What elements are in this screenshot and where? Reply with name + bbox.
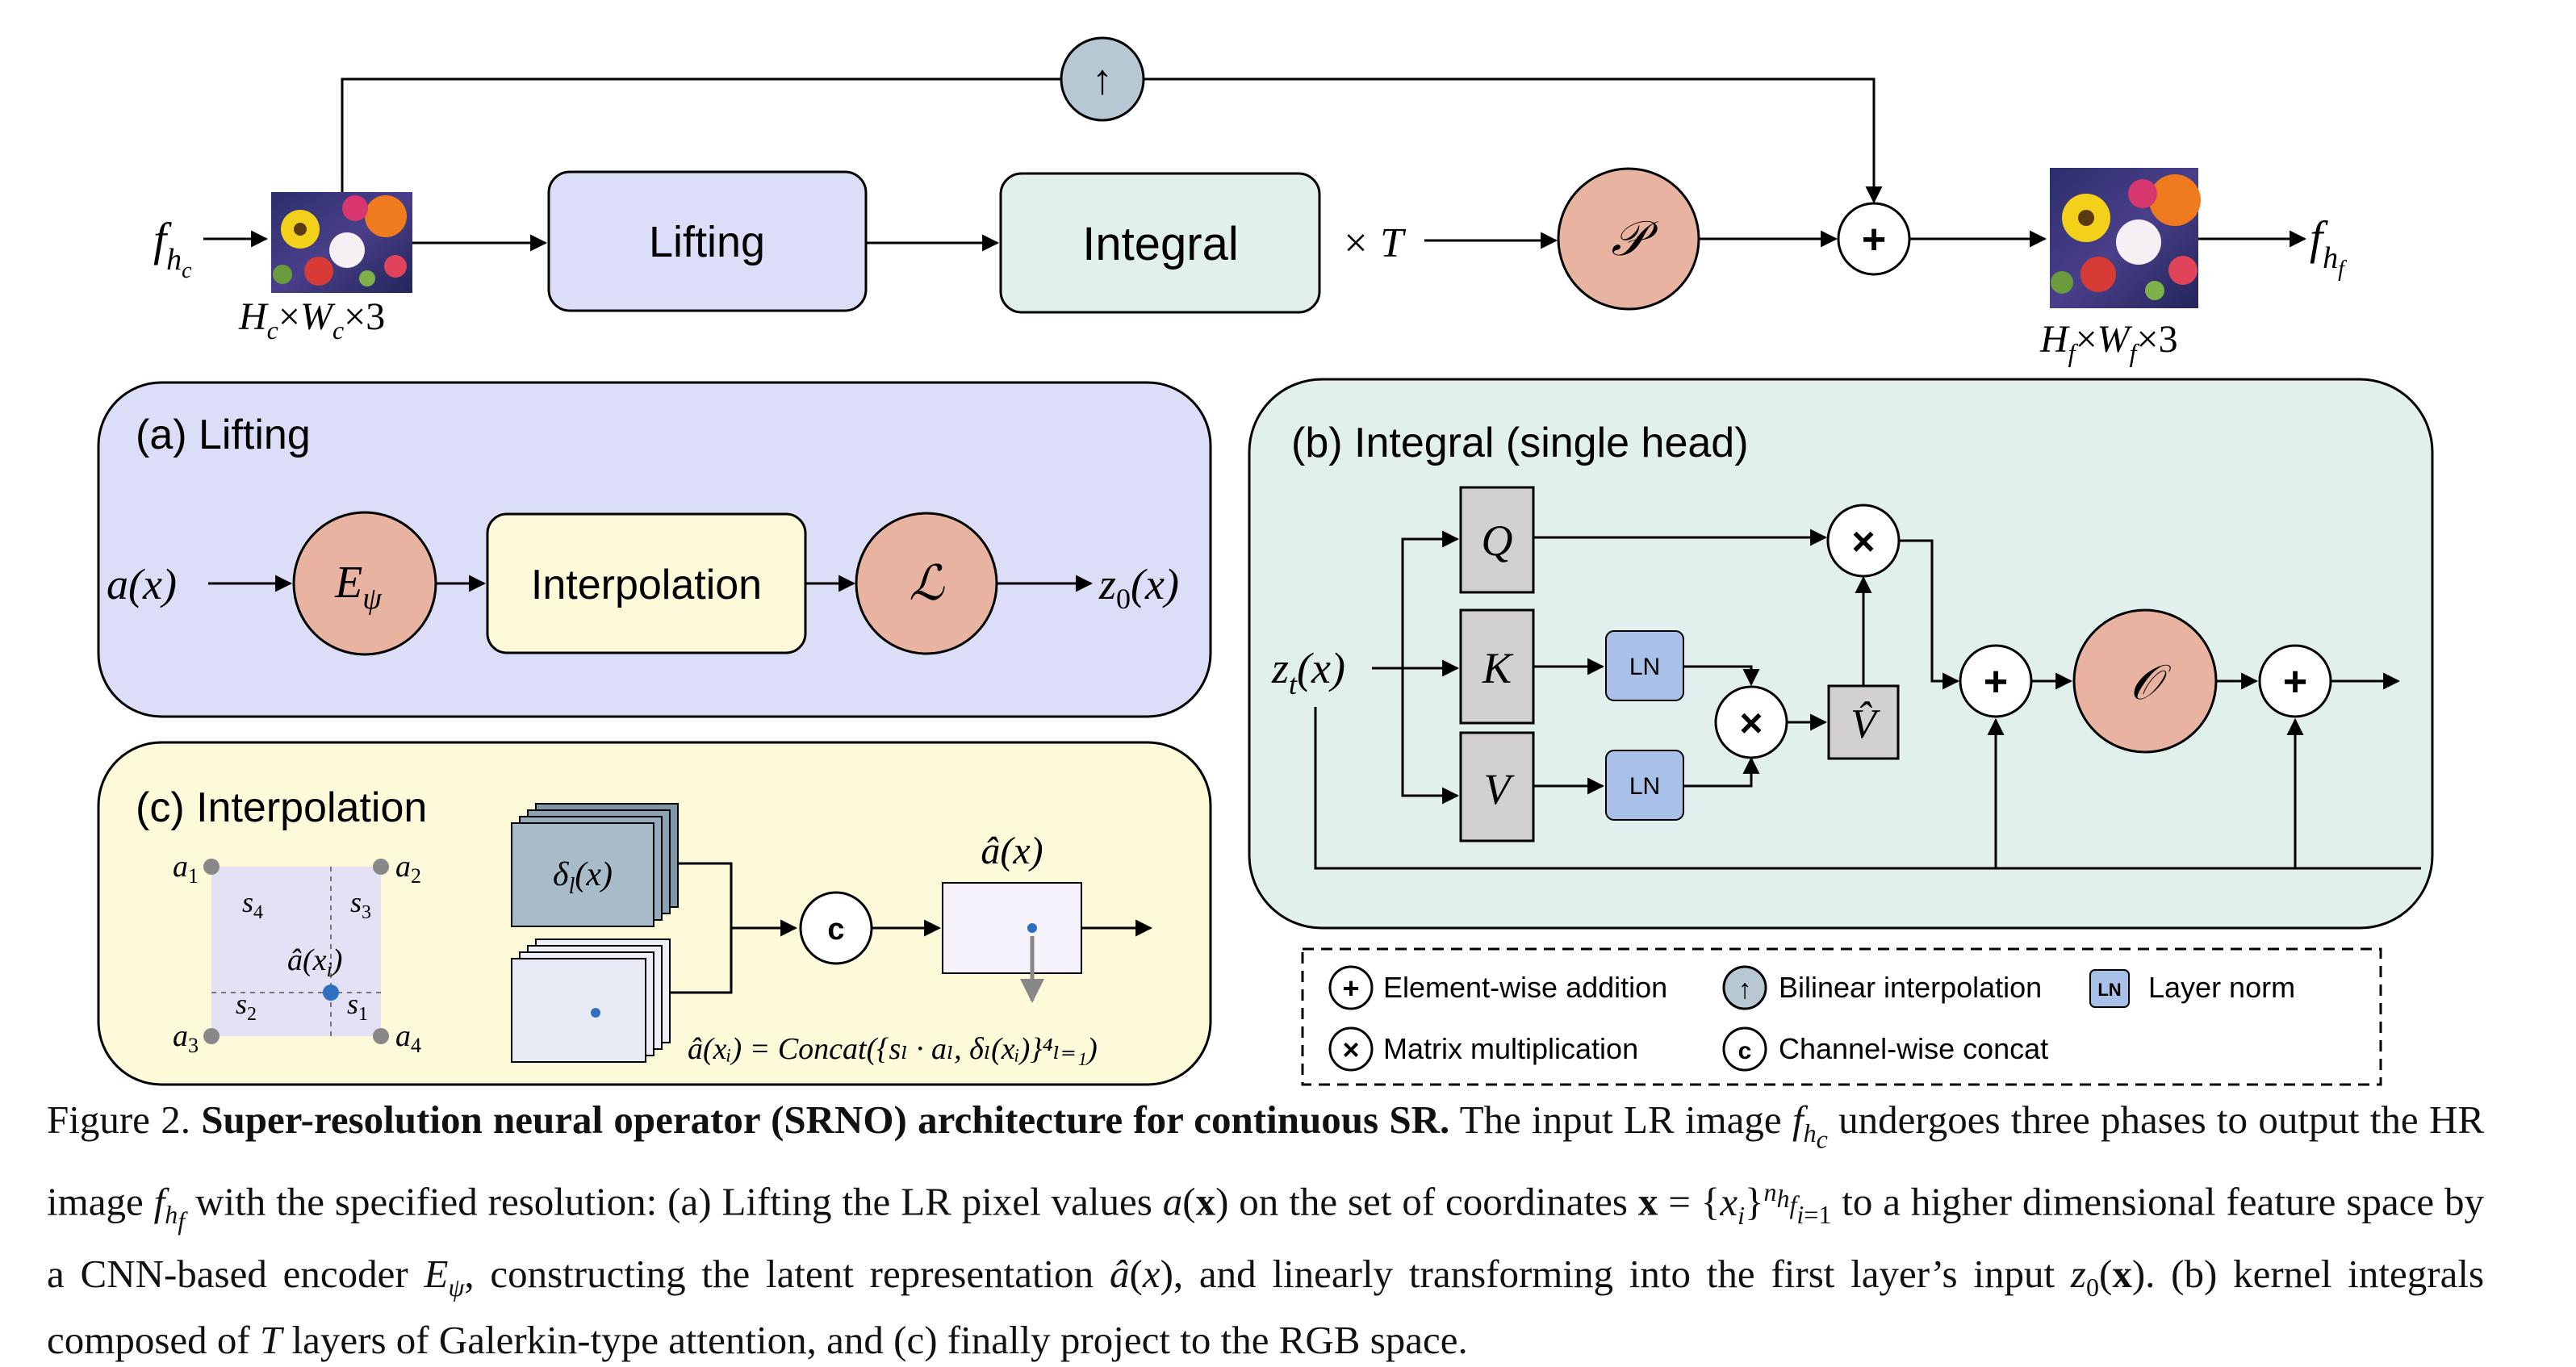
ln-v-label: LN bbox=[1629, 773, 1660, 800]
caption-text-5: to a higher dimensional feature space by… bbox=[47, 1179, 2485, 1296]
plus-icon: + bbox=[1862, 216, 1886, 263]
query-point bbox=[323, 984, 339, 1001]
arrow-lnv-mult bbox=[1683, 756, 1760, 788]
legend-times-icon bbox=[1328, 1026, 1374, 1072]
lifting-label: Lifting bbox=[649, 218, 765, 266]
panel-c-interpolation: (c) Interpolation a1 a2 a3 a4 s4 s3 s2 s… bbox=[97, 741, 1212, 1086]
legend-matmul: Matrix multiplication bbox=[1383, 1032, 1638, 1065]
branch-v bbox=[1401, 668, 1460, 805]
label-s2: s2 bbox=[236, 988, 257, 1025]
skip-connection bbox=[341, 77, 1061, 192]
concat-formula: â(xᵢ) = Concat({sₗ · aₗ, δₗ(xᵢ)}⁴ₗ₌₁) bbox=[688, 1032, 1098, 1066]
interp-grid bbox=[211, 867, 381, 1036]
mult-kv-icon: × bbox=[1739, 700, 1763, 746]
caption-text-6: , constructing the latent representation bbox=[464, 1251, 1094, 1296]
times-t-label: × T bbox=[1341, 220, 1406, 266]
lifting-box bbox=[547, 170, 868, 312]
plus1-icon: + bbox=[1984, 658, 2008, 705]
vhat-box bbox=[1827, 684, 1900, 760]
integral-label: Integral bbox=[1082, 218, 1238, 270]
bilinear-node: ↑ bbox=[1060, 36, 1145, 122]
legend-layernorm: Layer norm bbox=[2148, 971, 2295, 1004]
arrow-lnk-mult bbox=[1683, 665, 1760, 687]
panel-a-output: z0(x) bbox=[1098, 560, 1179, 615]
encoder-label: Eψ bbox=[334, 558, 383, 616]
linear-label: ℒ bbox=[909, 557, 945, 610]
branch-q bbox=[1401, 530, 1460, 668]
output-label: fhf bbox=[2310, 211, 2347, 282]
line-delta-to-concat bbox=[678, 862, 733, 928]
ahat-box bbox=[942, 882, 1082, 974]
panel-b-title: (b) Integral (single head) bbox=[1291, 420, 1749, 466]
ln-k-label: LN bbox=[1629, 654, 1660, 680]
svg-text:LN: LN bbox=[2097, 980, 2121, 1000]
legend-addition: Element-wise addition bbox=[1383, 971, 1667, 1004]
caption-bold-title: Super-resolution neural operator (SRNO) … bbox=[201, 1097, 1450, 1142]
legend-plus-icon bbox=[1328, 965, 1374, 1010]
legend: + Element-wise addition ↑ Bilinear inter… bbox=[1301, 947, 2382, 1086]
delta-label: δl(x) bbox=[553, 856, 613, 899]
figure-caption: Figure 2. Super-resolution neural operat… bbox=[47, 1097, 2485, 1362]
svg-text:↑: ↑ bbox=[1738, 974, 1752, 1005]
caption-text-2: undergoes three phases to output the HR … bbox=[47, 1097, 2485, 1224]
output-dims: Hf×Wf×3 bbox=[2039, 318, 2178, 367]
legend-ln-icon bbox=[2089, 969, 2130, 1008]
label-a4: a4 bbox=[395, 1019, 421, 1057]
label-s4: s4 bbox=[242, 886, 263, 923]
caption-text-1: The input LR image bbox=[1459, 1097, 1782, 1142]
ahat-x-label: â(x) bbox=[981, 830, 1043, 872]
input-image bbox=[271, 192, 412, 293]
legend-concat: Channel-wise concat bbox=[1779, 1032, 2048, 1065]
panel-a-title: (a) Lifting bbox=[136, 412, 311, 458]
concat-icon: c bbox=[827, 913, 844, 947]
svg-text:+: + bbox=[1342, 972, 1359, 1005]
legend-bilinear: Bilinear interpolation bbox=[1779, 971, 2042, 1004]
caption-fig-number: Figure 2. bbox=[47, 1097, 190, 1142]
caption-text-4: on the set of coordinates bbox=[1239, 1179, 1628, 1224]
mult-q-icon: × bbox=[1851, 519, 1875, 564]
residual-line bbox=[1314, 707, 2421, 870]
legend-concat-icon bbox=[1722, 1026, 1767, 1072]
label-a3: a3 bbox=[173, 1019, 199, 1057]
plus2-icon: + bbox=[2283, 658, 2307, 705]
label-ahat-xi: â(xi) bbox=[287, 943, 342, 981]
line-latent-to-concat bbox=[670, 919, 798, 994]
q-label: Q bbox=[1482, 516, 1513, 565]
legend-up-icon bbox=[1722, 965, 1767, 1010]
caption-text-3: with the specified resolution: (a) Lifti… bbox=[195, 1179, 1152, 1224]
panel-b-integral: (b) Integral (single head) zt(x) Q K V L… bbox=[1248, 378, 2434, 930]
delta-stack: δl(x) bbox=[511, 803, 679, 927]
panel-a-lifting: (a) Lifting a(x) Eψ Interpolation ℒ z0(x… bbox=[97, 381, 1212, 718]
latent-stack bbox=[511, 939, 671, 1063]
k-label: K bbox=[1482, 644, 1514, 692]
panel-b-input: zt(x) bbox=[1271, 644, 1345, 700]
input-dims: Hc×Wc×3 bbox=[238, 295, 385, 345]
k-box bbox=[1459, 608, 1535, 725]
svg-text:c: c bbox=[1738, 1038, 1752, 1064]
corner-a4 bbox=[373, 1028, 389, 1044]
arrow-mult-plus1 bbox=[1899, 539, 1960, 690]
input-label: fhc bbox=[153, 213, 192, 283]
label-a2: a2 bbox=[395, 850, 421, 888]
output-image bbox=[2050, 168, 2201, 308]
caption-text-9: layers of Galerkin-type attention, and (… bbox=[291, 1317, 1468, 1362]
panel-a-input: a(x) bbox=[107, 560, 177, 608]
up-arrow-icon: ↑ bbox=[1092, 56, 1113, 103]
integral-box bbox=[999, 172, 1321, 314]
top-pipeline: fhc Hc×Wc×3 ↑ Lifting bbox=[153, 36, 2347, 367]
corner-a2 bbox=[373, 859, 389, 875]
label-a1: a1 bbox=[173, 850, 199, 888]
q-box bbox=[1459, 486, 1535, 594]
panel-c-title: (c) Interpolation bbox=[136, 784, 427, 831]
interpolation-label: Interpolation bbox=[531, 562, 762, 608]
label-s3: s3 bbox=[350, 886, 371, 923]
corner-a1 bbox=[203, 859, 220, 875]
skip-connection-right bbox=[1144, 77, 1883, 204]
svg-text:×: × bbox=[1342, 1033, 1359, 1066]
label-s1: s1 bbox=[347, 988, 368, 1025]
corner-a3 bbox=[203, 1028, 220, 1044]
caption-text-7: , and linearly transforming into the fir… bbox=[1173, 1251, 2055, 1296]
vhat-label: V̂ bbox=[1850, 701, 1880, 747]
v-label: V bbox=[1484, 765, 1516, 813]
